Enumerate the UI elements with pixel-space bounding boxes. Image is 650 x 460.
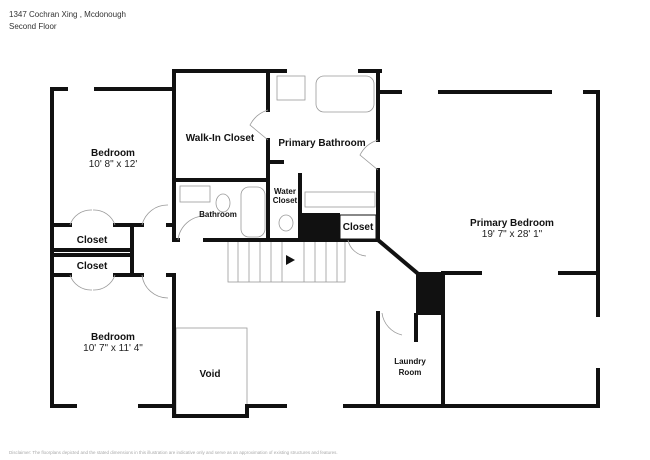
room-dims-bedroom-2: 10' 7" x 11' 4" (83, 343, 143, 354)
room-dims-bedroom-1: 10' 8" x 12' (89, 159, 138, 170)
wall-chase (300, 213, 340, 240)
walls (50, 69, 600, 418)
room-label-void: Void (200, 369, 221, 380)
room-label-primary-bedroom: Primary Bedroom (470, 218, 554, 229)
room-label-primary-bathroom: Primary Bathroom (278, 138, 365, 149)
room-label-laundry-2: Room (399, 368, 422, 377)
room-label-closet-1: Closet (77, 235, 108, 246)
room-label-walk-in-closet: Walk-In Closet (186, 133, 255, 144)
room-label-bedroom-1: Bedroom (91, 148, 135, 159)
room-label-laundry: Laundry (394, 357, 426, 366)
room-label-closet-2: Closet (77, 261, 108, 272)
stairs (227, 239, 346, 283)
closet-bath-box (339, 214, 377, 240)
room-label-bathroom: Bathroom (199, 210, 237, 219)
doors (69, 109, 403, 336)
room-label-water-closet: Water (274, 187, 296, 196)
floor-label: Second Floor (9, 22, 57, 31)
room-label-water-closet-2: Closet (273, 196, 298, 205)
room-label-closet: Closet (343, 222, 374, 233)
stairs-arrow-icon (286, 255, 295, 265)
wall-chase (416, 272, 443, 315)
disclaimer: Disclaimer: The floorplans depicted and … (9, 450, 338, 455)
address: 1347 Cochran Xing , Mcdonough (9, 10, 126, 19)
room-label-bedroom-2: Bedroom (91, 332, 135, 343)
room-dims-primary-bedroom: 19' 7" x 28' 1" (482, 229, 543, 240)
